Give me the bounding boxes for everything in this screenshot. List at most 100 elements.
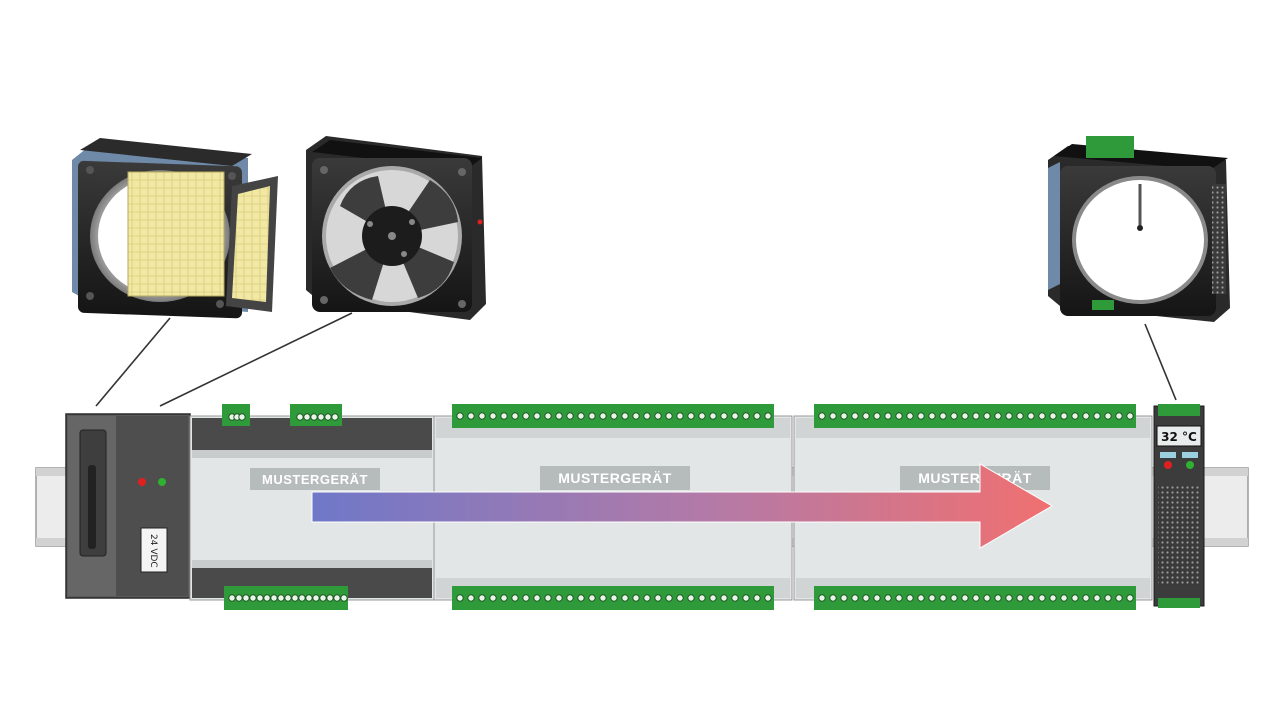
terminal-screw [511, 594, 519, 602]
terminal-screw [235, 594, 243, 602]
thermostat-led-green [1186, 461, 1194, 469]
terminal-screw [284, 594, 292, 602]
terminal-screw [665, 594, 673, 602]
terminal-screw [731, 412, 739, 420]
axial-fan-icon [306, 136, 486, 320]
terminal-screw [643, 594, 651, 602]
terminal-screw [544, 412, 552, 420]
terminal-screw [533, 412, 541, 420]
terminal-screw [310, 413, 318, 421]
terminal-screw [340, 594, 348, 602]
terminal-screw [665, 412, 673, 420]
terminal-screw [895, 594, 903, 602]
terminal-screw [1005, 594, 1013, 602]
terminal-screw [1005, 412, 1013, 420]
terminal-screw [333, 594, 341, 602]
terminal-screw [588, 412, 596, 420]
terminal-screw [1038, 412, 1046, 420]
terminal-screw [1082, 412, 1090, 420]
terminal-screw [511, 412, 519, 420]
terminal-screw [228, 594, 236, 602]
terminal-screw [249, 594, 257, 602]
terminal-screw [317, 413, 325, 421]
terminal-screw [632, 412, 640, 420]
terminal-screw [263, 594, 271, 602]
terminal-screw [1126, 412, 1134, 420]
terminal-screw [588, 594, 596, 602]
terminal-screw [939, 594, 947, 602]
terminal-screw [599, 412, 607, 420]
terminal-screw [764, 412, 772, 420]
terminal-screw [961, 594, 969, 602]
terminal-screw [1016, 412, 1024, 420]
terminal-screw [906, 412, 914, 420]
terminal-screw [731, 594, 739, 602]
terminal-screw [291, 594, 299, 602]
terminal-screw [1071, 412, 1079, 420]
terminal-screw [742, 594, 750, 602]
terminal-screw [862, 594, 870, 602]
terminal-screw [555, 412, 563, 420]
outlet-filter-icon [1048, 136, 1230, 322]
terminal-screw [1060, 412, 1068, 420]
terminal-screw [862, 412, 870, 420]
terminal-screw [829, 594, 837, 602]
terminal-screw [303, 413, 311, 421]
terminal-screw [950, 594, 958, 602]
terminal-screw [654, 594, 662, 602]
terminal-screw [676, 594, 684, 602]
terminal-screw [456, 594, 464, 602]
terminal-screw [1093, 412, 1101, 420]
terminal-screw [643, 412, 651, 420]
terminal-screw [467, 594, 475, 602]
terminal-screw [720, 594, 728, 602]
terminal-screw [522, 412, 530, 420]
terminal-screw [1049, 412, 1057, 420]
terminal-screw [610, 412, 618, 420]
terminal-screw [753, 412, 761, 420]
terminal-screw [950, 412, 958, 420]
terminal-screw [522, 594, 530, 602]
terminal-screw [456, 412, 464, 420]
terminal-screws [228, 412, 1134, 602]
terminal-screw [994, 412, 1002, 420]
terminal-screw [983, 412, 991, 420]
terminal-screw [873, 594, 881, 602]
thermostat-led-red [1164, 461, 1172, 469]
terminal-screw [961, 412, 969, 420]
terminal-screw [764, 594, 772, 602]
terminal-screw [305, 594, 313, 602]
terminal-screw [983, 594, 991, 602]
terminal-screw [709, 594, 717, 602]
terminal-screw [698, 594, 706, 602]
terminal-screw [331, 413, 339, 421]
callout-lines [95, 312, 1177, 407]
terminal-screw [1027, 412, 1035, 420]
terminal-screw [478, 594, 486, 602]
terminal-screw [884, 412, 892, 420]
terminal-screw [632, 594, 640, 602]
terminal-screw [851, 412, 859, 420]
terminal-screw [1115, 594, 1123, 602]
terminal-screw [939, 412, 947, 420]
terminal-screw [489, 594, 497, 602]
terminal-screw [1082, 594, 1090, 602]
terminal-screw [319, 594, 327, 602]
terminal-screw [829, 412, 837, 420]
terminal-screw [709, 412, 717, 420]
terminal-screw [840, 412, 848, 420]
terminal-screw [1060, 594, 1068, 602]
terminal-screw [566, 594, 574, 602]
terminal-screw [1071, 594, 1079, 602]
terminal-screw [1093, 594, 1101, 602]
terminal-screw [544, 594, 552, 602]
terminal-screw [917, 412, 925, 420]
terminal-screw [851, 594, 859, 602]
terminal-screw [906, 594, 914, 602]
terminal-screw [928, 594, 936, 602]
terminal-screw [972, 412, 980, 420]
terminal-screw [654, 412, 662, 420]
terminal-screw [676, 412, 684, 420]
airflow-arrow-icon [311, 463, 1053, 549]
terminal-screw [621, 594, 629, 602]
